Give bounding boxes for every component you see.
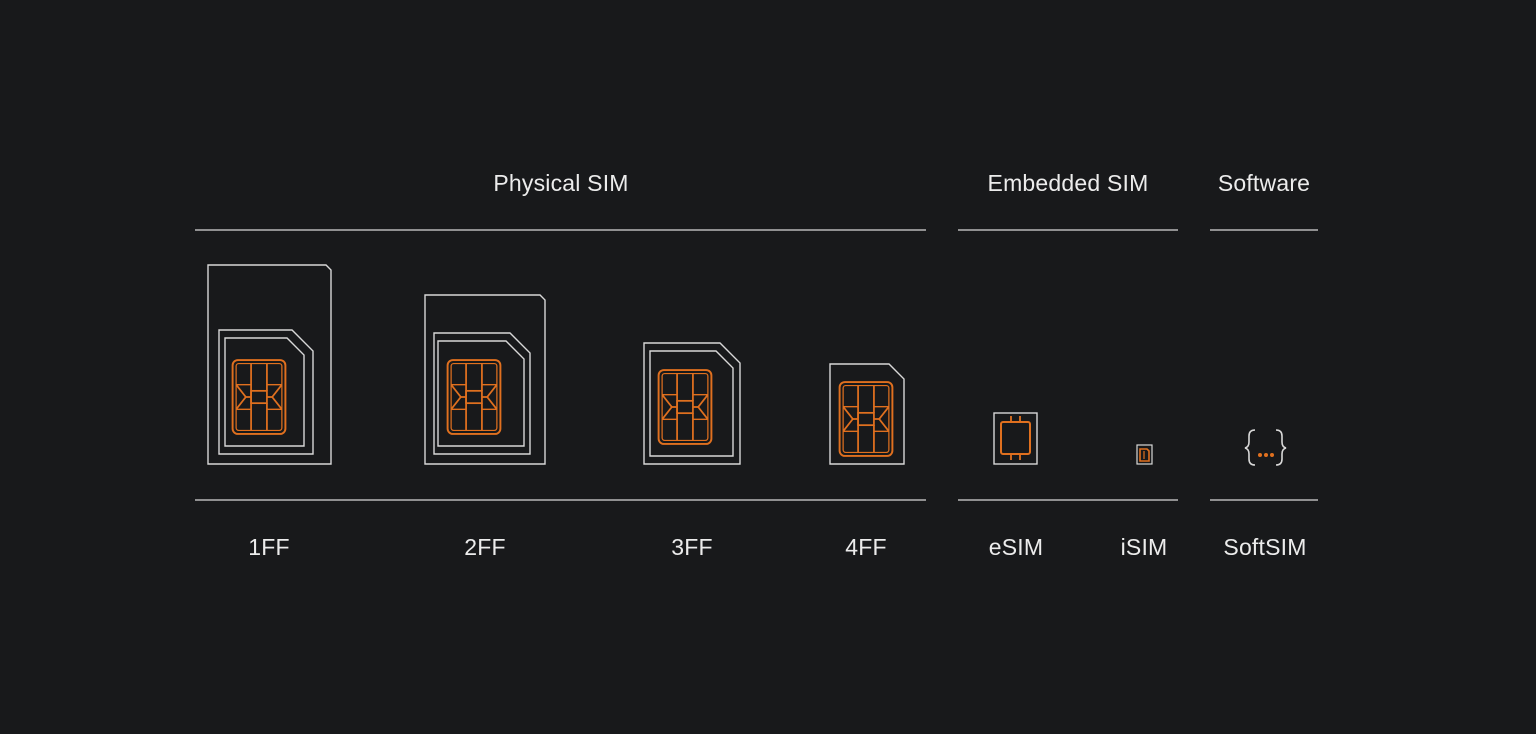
isim-chip-icon — [1136, 444, 1153, 465]
label-3ff: 3FF — [671, 534, 713, 560]
label-1ff: 1FF — [248, 534, 290, 560]
software-heading: Software — [1217, 170, 1311, 196]
label-2ff: 2FF — [464, 534, 506, 560]
sim-1ff-icon — [207, 264, 332, 465]
sim-4ff-icon — [829, 363, 905, 465]
physical-sim-heading: Physical SIM — [493, 170, 629, 196]
label-isim: iSIM — [1120, 534, 1168, 560]
sim-2ff-icon — [424, 294, 546, 465]
label-softsim: SoftSIM — [1223, 534, 1307, 560]
curly-braces-dots-icon — [1244, 429, 1287, 466]
dividers — [195, 229, 1318, 501]
esim-chip-icon — [993, 412, 1038, 465]
label-4ff: 4FF — [845, 534, 887, 560]
embedded-sim-heading: Embedded SIM — [987, 170, 1149, 196]
label-esim: eSIM — [988, 534, 1044, 560]
sim-3ff-icon — [643, 342, 741, 465]
